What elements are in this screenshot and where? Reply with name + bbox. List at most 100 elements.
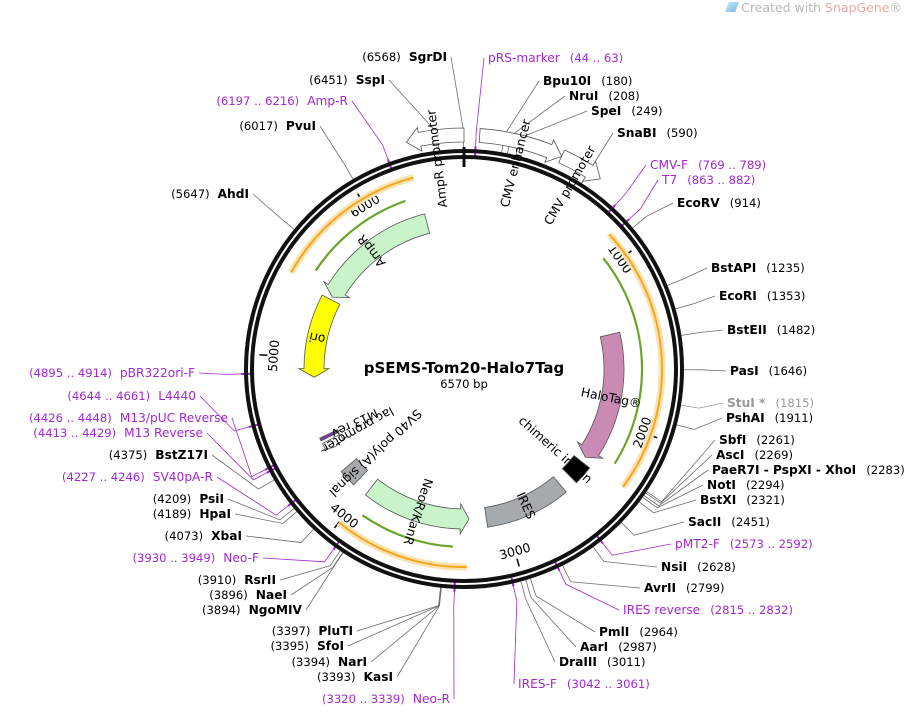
enzyme-bstxi: BstXI — [700, 493, 736, 507]
leader-avrii — [562, 565, 641, 589]
leader-ahdi — [252, 193, 295, 230]
primer-m13-reverse: M13 Reverse — [124, 426, 203, 440]
orf-arc-0 — [608, 233, 663, 488]
feature-sv40-poly-a-signal — [340, 458, 369, 486]
enzyme-pos-rsrii: (3910) — [198, 573, 237, 587]
primer-ires-reverse: IRES reverse — [623, 603, 700, 617]
leader-psii — [227, 498, 295, 521]
primer-pos-m13-puc-reverse: (4426 .. 4448) — [29, 411, 112, 425]
leader-pshai — [676, 417, 723, 430]
orf-arc-1 — [338, 521, 467, 568]
enzyme-avrii: AvrII — [644, 581, 676, 595]
brand-name: SnapGene — [825, 0, 890, 15]
enzyme-xbai: XbaI — [211, 529, 242, 543]
leader-ecorv — [632, 202, 674, 229]
primer-pos-neo-f: (3930 .. 3949) — [132, 551, 215, 565]
enzyme-asci: AscI — [716, 448, 744, 462]
enzyme-stui: StuI * — [727, 396, 766, 410]
enzyme-sfoi: SfoI — [317, 639, 344, 653]
feature-ires — [484, 476, 567, 528]
enzyme-pos-ngomiv: (3894) — [202, 603, 241, 617]
feature-chimeric-intron — [561, 455, 591, 484]
leader-sacii — [621, 521, 685, 536]
primer-m13-puc-reverse: M13/pUC Reverse — [120, 411, 228, 425]
enzyme-sspi: SspI — [356, 73, 385, 87]
enzyme-pos-avrii: (2799) — [686, 581, 725, 595]
leader-prs-marker — [474, 57, 485, 150]
primer-pos-amp-r: (6197 .. 6216) — [216, 94, 299, 108]
primer-ires-f: IRES-F — [518, 677, 557, 691]
leader-ecori — [675, 295, 716, 310]
enzyme-pos-paer7i-pspxi-xhoi: (2283) — [866, 463, 905, 477]
orf-inner-arrow-1 — [361, 514, 454, 548]
leader-ires-reverse — [557, 567, 620, 611]
leader-pmt2-f — [600, 540, 672, 556]
enzyme-nari: NarI — [338, 655, 367, 669]
snapgene-brand: Created with SnapGene® — [725, 0, 902, 15]
feature-neor-kanr — [364, 478, 470, 536]
enzyme-pos-pluti: (3397) — [272, 624, 311, 638]
leader-bsteii — [681, 329, 724, 336]
enzyme-draiii: DraIII — [559, 655, 597, 669]
feature-halotag — [576, 331, 625, 459]
enzyme-ahdi: AhdI — [218, 187, 249, 201]
leader-sv40pa-r — [216, 476, 291, 516]
leader-paer7i-pspxi-xhoi — [643, 469, 709, 507]
leader-rsrii — [279, 550, 341, 581]
feature-cmv-promoter — [558, 149, 601, 182]
primer-l4440: L4440 — [158, 389, 196, 403]
primer-pos-t7: (863 .. 882) — [687, 173, 755, 187]
enzyme-pos-sacii: (2451) — [731, 515, 770, 529]
enzyme-bstz17i: BstZ17I — [155, 448, 208, 462]
leader-sfoi — [347, 587, 442, 647]
primer-sv40pa-r: SV40pA-R — [153, 470, 214, 484]
leader-bstapi — [667, 267, 708, 286]
primer-pos-ires-reverse: (2815 .. 2832) — [710, 603, 793, 617]
enzyme-psii: PsiI — [199, 492, 224, 506]
enzyme-bstapi: BstAPI — [711, 261, 756, 275]
enzyme-pasi: PasI — [730, 364, 759, 378]
enzyme-pos-sfoi: (3395) — [270, 639, 309, 653]
enzyme-hpai: HpaI — [199, 507, 231, 521]
primer-pmt2-f: pMT2-F — [675, 537, 720, 551]
leader-naei — [290, 552, 343, 596]
orfs — [288, 174, 666, 571]
leader-bstxi — [639, 499, 697, 514]
enzyme-pos-bsteii: (1482) — [777, 323, 816, 337]
feature-lac-promoter — [320, 433, 348, 452]
primer-pos-ires-f: (3042 .. 3061) — [567, 677, 650, 691]
enzyme-spei: SpeI — [591, 104, 621, 118]
primer-neo-r: Neo-R — [413, 692, 451, 706]
orf-inner-arrow-2 — [314, 199, 406, 272]
leader-kasi — [396, 587, 442, 678]
orf-arc-2 — [290, 176, 414, 273]
enzyme-sacii: SacII — [688, 515, 721, 529]
enzyme-pos-sgrdi: (6568) — [362, 50, 401, 64]
enzyme-pos-aari: (2987) — [618, 640, 657, 654]
enzyme-ecorv: EcoRV — [677, 196, 720, 210]
leader-m13-reverse — [206, 432, 270, 481]
leader-noti — [642, 484, 704, 509]
primer-pos-l4440: (4644 .. 4661) — [67, 389, 150, 403]
enzyme-pos-ecori: (1353) — [767, 289, 806, 303]
center-label: pSEMS-Tom20-Halo7Tag 6570 bp — [364, 359, 565, 391]
enzyme-pos-asci: (2269) — [754, 448, 793, 462]
feature-m13-rev — [319, 428, 340, 442]
enzyme-pos-ahdi: (5647) — [171, 187, 210, 201]
enzyme-pos-nsii: (2628) — [697, 560, 736, 574]
leader-neo-f — [262, 546, 336, 563]
leader-ires-f — [512, 583, 518, 685]
enzyme-pos-bstxi: (2321) — [746, 493, 785, 507]
leader-amp-r — [351, 100, 390, 163]
enzyme-pos-draiii: (3011) — [607, 655, 646, 669]
tick-5000 — [259, 353, 268, 357]
feature-cmv-enhancer — [478, 128, 563, 163]
enzyme-sgrdi: SgrDI — [409, 50, 447, 64]
enzyme-pshai: PshAI — [726, 411, 765, 425]
leader-xbai — [245, 529, 314, 543]
primer-pos-neo-r: (3320 .. 3339) — [322, 692, 405, 706]
primer-pos-sv40pa-r: (4227 .. 4246) — [62, 470, 145, 484]
enzyme-pos-hpai: (4189) — [153, 507, 192, 521]
enzyme-pos-kasi: (3393) — [317, 670, 356, 684]
leader-pbr322ori-f — [198, 372, 245, 375]
